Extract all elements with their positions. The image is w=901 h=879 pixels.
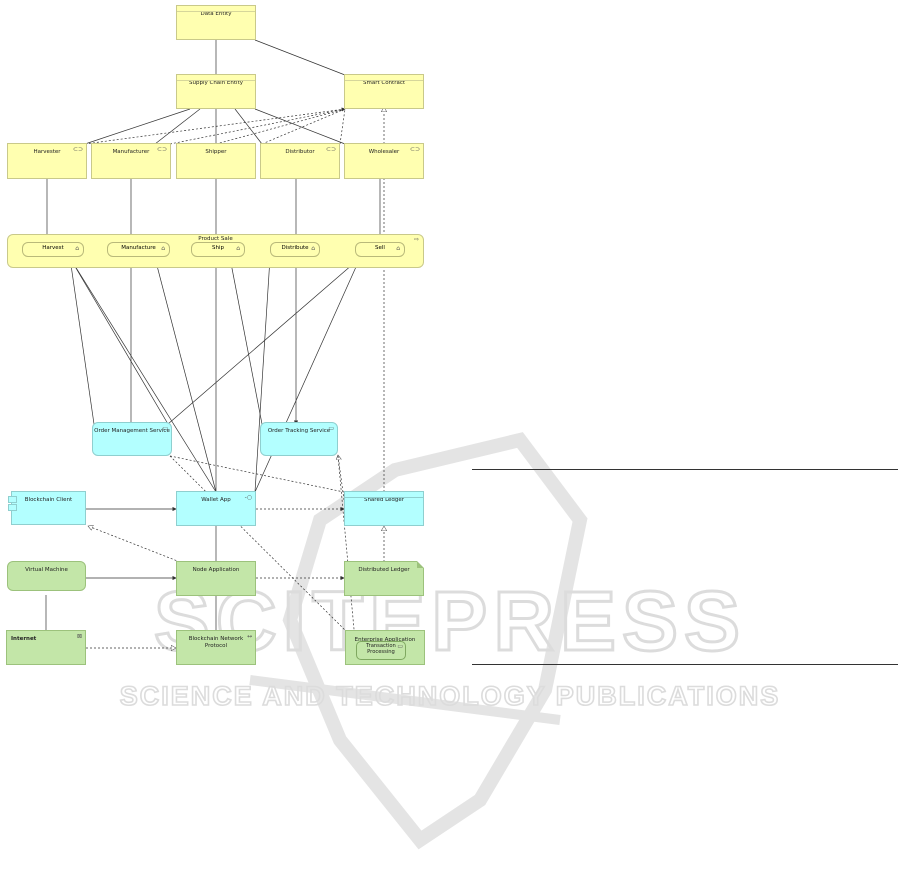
edge-sce-distributor <box>234 108 263 145</box>
node-label: Supply Chain Entity <box>188 80 243 86</box>
node-label: Node Application <box>192 567 240 573</box>
node-smart-contract[interactable]: Smart Contract <box>344 74 424 109</box>
edge-oms-harvest <box>68 257 95 425</box>
node-label: Order Tracking Service <box>267 428 331 434</box>
artifact-fold <box>417 561 424 568</box>
role-wholesaler[interactable]: Wholesaler ⊂⊃ <box>344 143 424 179</box>
edge-ots-ship <box>228 257 263 425</box>
role-icon: ⊂⊃ <box>409 146 420 153</box>
edge-wallet-distribute <box>254 257 272 493</box>
step-ship[interactable]: Ship ⌂ <box>191 242 245 257</box>
function-icon: ⌂ <box>75 245 79 252</box>
node-label: Shared Ledger <box>363 497 405 503</box>
role-distributor[interactable]: Distributor ⊂⊃ <box>260 143 340 179</box>
role-icon: ⊂⊃ <box>325 146 336 153</box>
component-blockchain-client[interactable]: Blockchain Client <box>8 491 86 525</box>
role-manufacturer[interactable]: Manufacturer ⊂⊃ <box>91 143 171 179</box>
node-label: Manufacturer <box>112 149 150 155</box>
node-label: Blockchain Network Protocol <box>188 636 244 649</box>
step-label: Manufacture <box>121 245 156 251</box>
step-harvest[interactable]: Harvest ⌂ <box>22 242 84 257</box>
node-label: Data Entity <box>200 11 232 17</box>
data-shared-ledger[interactable]: Shared Ledger <box>344 491 424 526</box>
edge-wallet-harvest <box>69 257 217 493</box>
rule-top <box>472 469 898 470</box>
edge-wallet-sell <box>254 257 361 493</box>
node-label: Wallet App <box>201 497 231 503</box>
service-order-management[interactable]: Order Management Service ▭ <box>92 422 172 456</box>
path-blockchain-network-protocol[interactable]: Blockchain Network Protocol ↔ <box>176 630 256 665</box>
node-label: Transaction Processing <box>366 643 396 655</box>
node-data-entity[interactable]: Data Entity <box>176 5 256 40</box>
service-order-tracking[interactable]: Order Tracking Service ▭ <box>260 422 338 456</box>
step-sell[interactable]: Sell ⌂ <box>355 242 405 257</box>
node-label: Wholesaler <box>368 149 400 155</box>
path-icon: ↔ <box>246 633 252 640</box>
edge-oms-ledger <box>169 455 345 493</box>
node-label: Distributor <box>285 149 315 155</box>
step-distribute[interactable]: Distribute ⌂ <box>270 242 320 257</box>
node-header-band <box>345 492 423 498</box>
node-supply-chain-entity[interactable]: Supply Chain Entity <box>176 74 256 109</box>
function-icon: ⌂ <box>396 245 400 252</box>
edge-sce-harvester <box>84 108 191 145</box>
edge-oms-harvest-2 <box>69 257 169 425</box>
network-internet[interactable]: Internet ⊠ <box>6 630 86 665</box>
process-title: Product Sale <box>198 236 233 242</box>
node-label: Distributed Ledger <box>358 567 410 573</box>
function-icon: ▭ <box>397 643 403 650</box>
node-label: Harvester <box>33 149 61 155</box>
watermark-swoosh <box>249 432 588 850</box>
interface-wallet-app[interactable]: Wallet App -○ <box>176 491 256 526</box>
node-label: Internet <box>11 636 37 642</box>
node-label: Virtual Machine <box>25 567 68 573</box>
interface-icon: -○ <box>244 494 252 501</box>
node-enterprise-application-server[interactable]: Enterprise Application Server Transactio… <box>345 630 425 665</box>
network-icon: ⊠ <box>76 633 82 640</box>
edge-oms-sell <box>167 257 361 425</box>
node-header-band <box>177 75 255 81</box>
function-transaction-processing[interactable]: Transaction Processing ▭ <box>356 641 406 660</box>
service-icon: ▭ <box>162 425 168 432</box>
edge-wallet-manufacture <box>153 257 217 493</box>
edges-roles-contract <box>84 107 346 145</box>
watermark-tagline: SCIENCE AND TECHNOLOGY PUBLICATIONS <box>120 681 781 711</box>
edge-sce-wholesaler <box>254 108 346 145</box>
node-header-band <box>345 75 423 81</box>
component-icon-lower <box>8 504 17 511</box>
component-icon <box>8 496 17 503</box>
role-icon: ⊂⊃ <box>72 146 83 153</box>
step-label: Sell <box>375 245 385 251</box>
edge-data-contract <box>254 39 346 76</box>
node-label: Shipper <box>205 149 227 155</box>
function-icon: ⌂ <box>236 245 240 252</box>
node-header-band <box>177 6 255 12</box>
function-icon: ⌂ <box>161 245 165 252</box>
step-label: Harvest <box>42 245 64 251</box>
role-icon: ⊂⊃ <box>156 146 167 153</box>
role-shipper[interactable]: Shipper <box>176 143 256 179</box>
edge-node-client <box>88 526 181 563</box>
node-label: Blockchain Client <box>24 497 73 503</box>
service-icon: ▭ <box>328 425 334 432</box>
process-arrow-icon: ⇨ <box>413 236 419 243</box>
role-harvester[interactable]: Harvester ⊂⊃ <box>7 143 87 179</box>
function-icon: ⌂ <box>311 245 315 252</box>
edge-sce-manufacturer <box>154 108 201 145</box>
node-node-application[interactable]: Node Application <box>176 561 256 596</box>
edge-ledger-ots <box>338 455 345 501</box>
step-label: Distribute <box>281 245 309 251</box>
edge-oms-eas <box>169 455 356 641</box>
artifact-distributed-ledger[interactable]: Distributed Ledger <box>344 561 424 596</box>
step-manufacture[interactable]: Manufacture ⌂ <box>107 242 170 257</box>
rule-bottom <box>472 664 898 665</box>
node-label: Smart Contract <box>362 80 406 86</box>
node-virtual-machine[interactable]: Virtual Machine <box>7 561 86 591</box>
edge-ots-eas <box>337 455 356 641</box>
step-label: Ship <box>212 245 224 251</box>
node-label: Order Management Service <box>94 428 170 434</box>
